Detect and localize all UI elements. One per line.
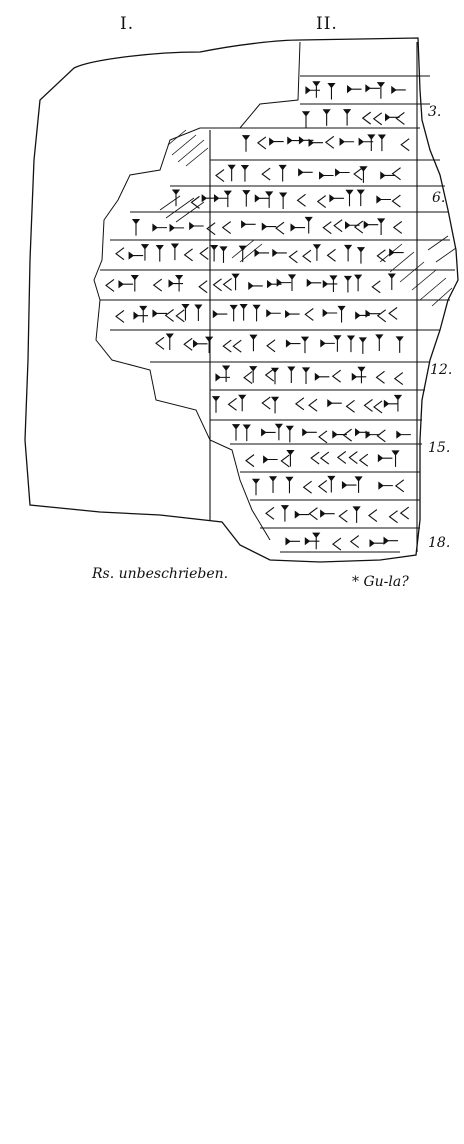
line-number-18: 18. bbox=[428, 535, 451, 551]
line-number-3: 3. bbox=[428, 104, 442, 120]
column-label-ii: II. bbox=[316, 14, 338, 34]
break-line bbox=[93, 41, 301, 541]
line-rulings bbox=[100, 75, 455, 553]
line-number-12: 12. bbox=[430, 362, 453, 378]
cuneiform-signs bbox=[105, 81, 411, 551]
caption-reverse-blank: Rs. unbeschrieben. bbox=[92, 566, 229, 582]
line-number-15: 15. bbox=[428, 440, 451, 456]
column-label-i: I. bbox=[120, 14, 135, 34]
line-number-6: 6. bbox=[432, 190, 446, 206]
tablet-outline bbox=[24, 37, 459, 563]
caption-footnote: * Gu-la? bbox=[352, 574, 409, 590]
